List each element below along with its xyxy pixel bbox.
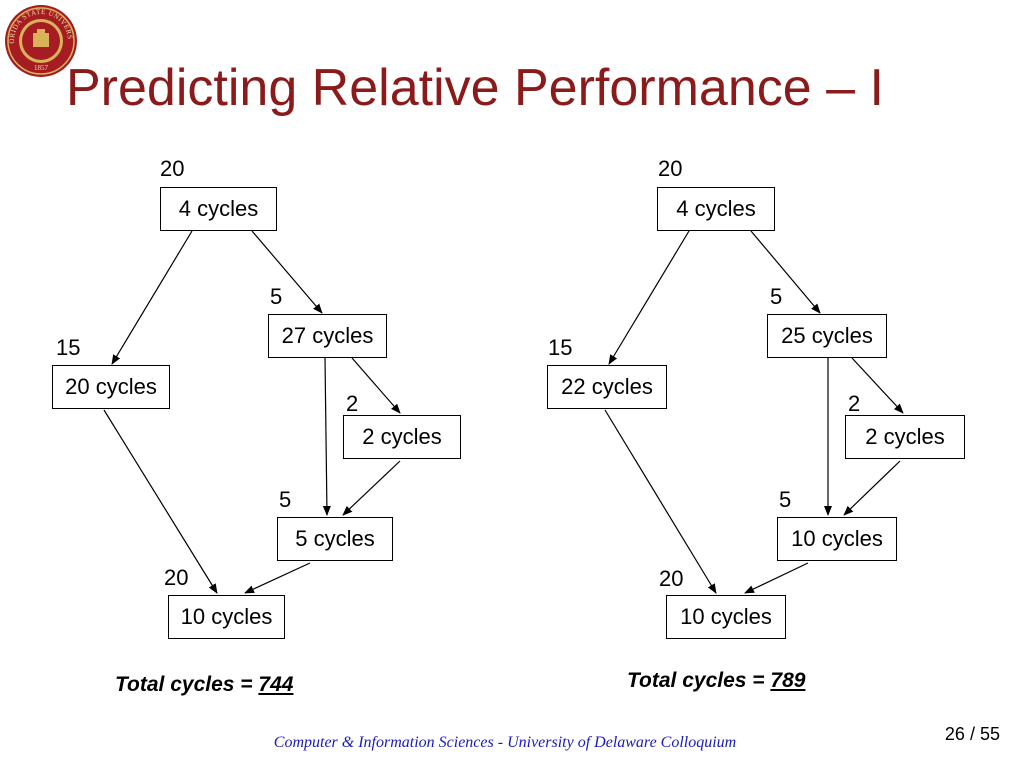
total-cycles-right-value: 789 [770,669,806,692]
edge-left-20-to-10 [103,409,218,594]
edge-right-25-to-2 [851,357,904,414]
slide-footer: Computer & Information Sciences - Univer… [273,734,737,751]
node-left-6: 10 cycles [168,595,285,639]
node-right-4: 2 cycles [845,415,965,459]
node-right-2: 22 cycles [547,365,667,409]
node-left-5: 5 cycles [277,517,393,561]
edge-left-27-to-2 [351,357,401,414]
weight-left-node-1: 20 [160,156,185,181]
svg-text:1857: 1857 [34,64,49,72]
weight-right-node-1: 20 [658,156,683,181]
node-left-2: 20 cycles [52,365,170,409]
edge-right-4-to-22 [608,230,690,365]
weight-left-node-2: 15 [56,335,81,360]
node-right-3: 25 cycles [767,314,887,358]
weight-right-node-3: 5 [770,284,783,309]
total-cycles-left: Total cycles = 744 [115,673,293,697]
page-number: 26 / 55 [945,724,1000,745]
weight-right-node-5: 5 [779,487,792,512]
node-right-1: 4 cycles [657,187,775,231]
page-total: 55 [979,724,1000,744]
node-left-3: 27 cycles [268,314,387,358]
node-right-5: 10 cycles [777,517,897,561]
total-cycles-right-label: Total cycles = [627,669,771,692]
weight-right-node-6: 20 [659,566,684,591]
edge-left-27-to-5 [322,357,331,516]
edge-left-5-to-10 [244,562,311,594]
total-cycles-left-label: Total cycles = [115,673,259,696]
weight-left-node-5: 5 [279,487,292,512]
weight-right-node-2: 15 [548,335,573,360]
node-left-1: 4 cycles [160,187,277,231]
node-left-4: 2 cycles [343,415,461,459]
weight-right-node-4: 2 [848,391,861,416]
edge-left-4-to-20 [111,230,193,365]
page-separator: / [969,724,975,744]
page-current: 26 [944,724,965,744]
weight-left-node-4: 2 [346,391,359,416]
weight-left-node-6: 20 [164,565,189,590]
edge-right-22-to-10 [604,409,717,594]
slide-title: Predicting Relative Performance – I [66,59,884,117]
edge-left-2-to-5 [342,460,401,516]
edge-left-4-to-27 [251,230,323,314]
edge-right-10-to-10 [744,562,809,594]
total-cycles-right: Total cycles = 789 [627,669,805,693]
node-right-6: 10 cycles [666,595,786,639]
total-cycles-left-value: 744 [258,673,294,696]
university-seal-logo: FLORIDA STATE UNIVERSITY 1857 [4,4,77,77]
edge-right-4-to-25 [750,230,821,314]
weight-left-node-3: 5 [270,284,283,309]
edge-right-2-to-10 [843,460,901,516]
